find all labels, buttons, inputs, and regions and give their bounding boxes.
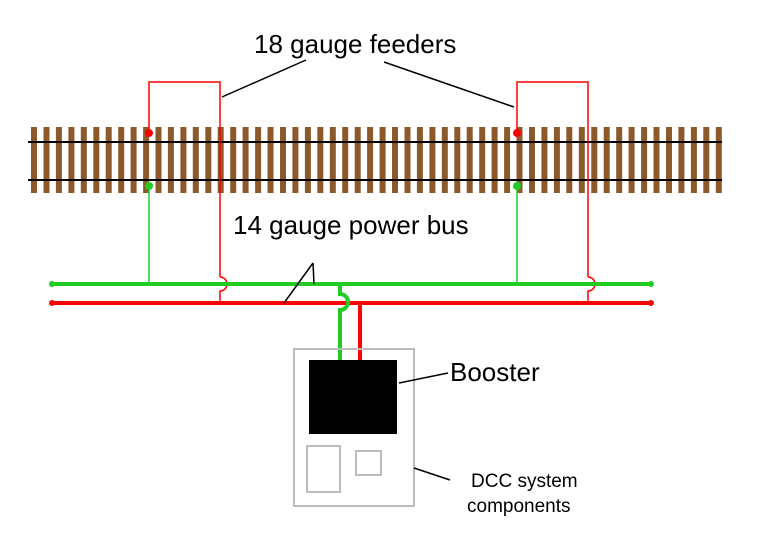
leader-bus-2 bbox=[283, 262, 314, 304]
track-tie bbox=[541, 127, 548, 193]
label-feeders: 18 gauge feeders bbox=[254, 29, 456, 59]
track-tie bbox=[566, 127, 573, 193]
track-tie bbox=[616, 127, 623, 193]
track-tie bbox=[205, 127, 212, 193]
track-tie bbox=[317, 127, 324, 193]
feeder-right-red bbox=[516, 81, 589, 277]
track-tie bbox=[641, 127, 648, 193]
track-tie bbox=[242, 127, 249, 193]
dcc-system-box-icon bbox=[293, 348, 415, 507]
leader-lines bbox=[221, 59, 515, 481]
track-tie bbox=[267, 127, 274, 193]
track-tie bbox=[404, 127, 411, 193]
leader-dcc bbox=[413, 467, 451, 481]
track-tie bbox=[292, 127, 299, 193]
track-tie bbox=[118, 127, 125, 193]
track-tie bbox=[354, 127, 361, 193]
track-tie bbox=[690, 127, 697, 193]
track-tie bbox=[466, 127, 473, 193]
bus-red-end-left bbox=[49, 300, 55, 306]
track-tie bbox=[715, 127, 722, 193]
bus-red-end-right bbox=[648, 300, 654, 306]
track-tie bbox=[93, 127, 100, 193]
track-tie bbox=[392, 127, 398, 193]
track-tie bbox=[379, 127, 386, 193]
track-ties bbox=[31, 127, 722, 193]
track-tie bbox=[230, 127, 237, 193]
track-tie bbox=[155, 127, 162, 193]
track-tie bbox=[329, 127, 336, 193]
feeder-right-red-hop bbox=[587, 276, 596, 303]
track-tie bbox=[578, 127, 585, 193]
dot-left-red bbox=[145, 129, 153, 137]
track-tie bbox=[80, 127, 87, 193]
track-tie bbox=[504, 127, 511, 193]
bus-green-end-left bbox=[49, 281, 55, 287]
track-tie bbox=[280, 127, 286, 193]
feeder-connection-dots bbox=[145, 129, 521, 190]
track-tie bbox=[367, 127, 374, 193]
bus-green-end-right bbox=[648, 281, 654, 287]
track-tie bbox=[454, 127, 461, 193]
label-booster: Booster bbox=[450, 357, 540, 387]
track-tie bbox=[553, 127, 560, 193]
track-tie bbox=[678, 127, 685, 193]
feeder-left-red-hop bbox=[219, 276, 228, 303]
track-tie bbox=[441, 127, 448, 193]
leader-feeders-right bbox=[383, 61, 515, 108]
dcc-component-tall bbox=[306, 445, 341, 493]
label-dcc-line2: components bbox=[467, 496, 571, 517]
track-tie bbox=[55, 127, 62, 193]
track-tie bbox=[516, 127, 523, 193]
track-tie bbox=[180, 127, 187, 193]
track-tie bbox=[703, 127, 710, 193]
leader-booster bbox=[398, 372, 449, 384]
track-tie bbox=[416, 127, 423, 193]
dot-left-green bbox=[145, 182, 153, 190]
track-tie bbox=[479, 127, 486, 193]
label-power-bus: 14 gauge power bus bbox=[233, 210, 469, 240]
track-tie bbox=[603, 127, 610, 193]
track-tie bbox=[105, 127, 112, 193]
leader-feeders-left bbox=[221, 59, 307, 98]
track-tie bbox=[666, 127, 672, 193]
track-tie bbox=[628, 127, 635, 193]
feeder-left-red bbox=[148, 81, 221, 277]
booster-leads bbox=[338, 284, 362, 360]
power-bus bbox=[49, 281, 654, 306]
dot-right-green bbox=[513, 182, 521, 190]
leader-bus-1 bbox=[312, 262, 315, 285]
track-tie bbox=[342, 127, 349, 193]
track-tie bbox=[68, 127, 75, 193]
track-tie bbox=[31, 127, 37, 193]
track-tie bbox=[192, 127, 199, 193]
label-dcc-line1: DCC system bbox=[471, 471, 578, 492]
track-tie bbox=[304, 127, 311, 193]
track-tie bbox=[653, 127, 660, 193]
track-tie bbox=[591, 127, 598, 193]
track-rails bbox=[28, 141, 722, 181]
track-tie bbox=[143, 127, 150, 193]
dot-right-red bbox=[513, 129, 521, 137]
dcc-enclosure bbox=[293, 348, 415, 507]
track-tie bbox=[491, 127, 498, 193]
track-tie bbox=[130, 127, 137, 193]
track-tie bbox=[43, 127, 50, 193]
track-tie bbox=[529, 127, 535, 193]
track-tie bbox=[429, 127, 436, 193]
booster-box-icon bbox=[309, 360, 397, 434]
track-tie bbox=[255, 127, 262, 193]
track-tie bbox=[167, 127, 174, 193]
booster-green-lead bbox=[338, 284, 350, 360]
dcc-component-small bbox=[355, 450, 382, 476]
